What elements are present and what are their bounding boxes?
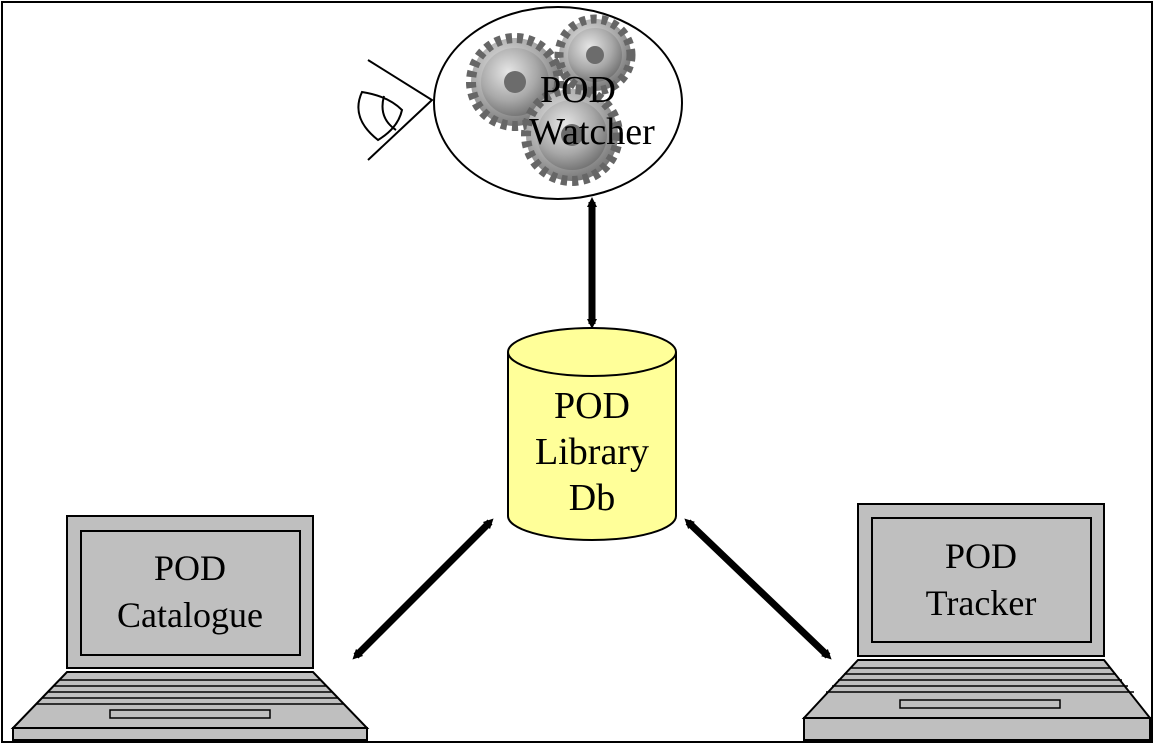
watcher-label-line2: Watcher (529, 111, 655, 153)
database-node: POD Library Db (507, 327, 677, 541)
eye-icon (357, 59, 434, 161)
watcher-node: POD Watcher (433, 6, 683, 200)
tracker-laptop: POD Tracker (801, 503, 1153, 741)
catalogue-laptop-screen (80, 530, 301, 656)
database-label-line3: Db (569, 477, 615, 519)
database-cylinder-top (507, 327, 677, 377)
tracker-label-line2: Tracker (926, 583, 1037, 623)
arrow-database-tracker (684, 518, 832, 660)
catalogue-laptop: POD Catalogue (10, 515, 370, 741)
gears-icon (466, 14, 636, 186)
database-cylinder (507, 352, 677, 541)
database-label-line1: POD (554, 385, 630, 427)
arrow-catalogue-database (352, 518, 494, 660)
watcher-label-line1: POD (540, 69, 616, 111)
tracker-laptop-screen (871, 517, 1092, 643)
catalogue-label-line1: POD (154, 548, 226, 588)
catalogue-label-line2: Catalogue (117, 595, 263, 635)
tracker-label-line1: POD (945, 536, 1017, 576)
database-label-line2: Library (535, 431, 649, 473)
